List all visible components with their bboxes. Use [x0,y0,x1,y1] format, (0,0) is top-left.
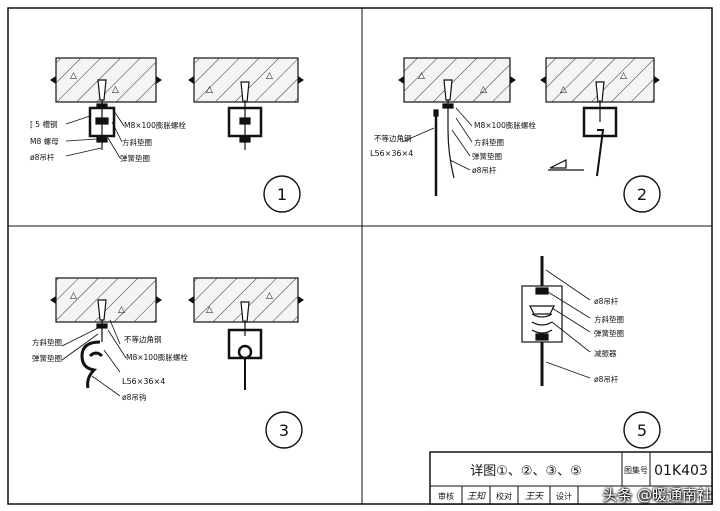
check-sign: 王天 [525,492,544,502]
svg-text:△: △ [266,71,273,81]
label-hook: ø8吊钩 [122,392,146,402]
sheet-border [7,7,713,505]
title-block-title: 详图①、②、③、⑤ [470,464,582,479]
detail-number-circle [623,175,661,213]
sheet-number: 01K403 [654,463,708,479]
panel-5: ø8吊杆 方斜垫圈 弹簧垫圈 减振器 ø8吊杆 5 [521,256,661,449]
spring-damper-hanger [521,256,563,386]
title-block: 详图①、②、③、⑤ 图集号 01K403 审核 王知 校对 王天 设计 [429,451,713,505]
label-rod: ø8吊杆 [472,165,497,175]
label-angle-note: 不等边角钢 [374,133,412,143]
label-washer: 方斜垫圈 [474,137,504,147]
sheet-label: 图集号 [624,465,648,475]
review-label: 审核 [438,491,454,501]
review-sign: 王知 [467,491,486,502]
panel-1: △△ [ 5 槽钢 M8 螺母 ø8吊杆 M8×100膨胀螺栓 方斜垫圈 弹簧垫… [30,57,304,213]
svg-text:△: △ [560,85,567,95]
label-spring-washer: 弹簧垫圈 [472,151,502,161]
angle-steel-hanger [548,81,618,177]
svg-text:△: △ [70,71,77,81]
label-rod: ø8吊杆 [30,152,55,162]
design-label: 设计 [556,491,572,501]
svg-text:△: △ [206,85,213,95]
label-spring-washer: 弹簧垫圈 [32,353,62,363]
watermark: 头条 @暖通南社 [602,486,712,504]
label-nut: M8 螺母 [30,136,59,146]
check-label: 校对 [496,491,512,501]
label-angle-size: L56×36×4 [370,149,413,158]
svg-text:△: △ [266,291,273,301]
hook-hanger [227,301,263,390]
panel-2: △△ 不等边角钢 L56×36×4 M8×100膨胀螺栓 方斜垫圈 弹簧垫圈 ø… [370,57,661,213]
svg-text:△: △ [418,71,425,81]
panel-3: △△ 方斜垫圈 弹簧垫圈 不等边角钢 M8×100膨胀螺栓 L56×36×4 ø… [32,277,304,449]
expansion-bolt [227,81,263,150]
label-angle-size: L56×36×4 [122,377,165,386]
svg-text:△: △ [620,71,627,81]
angle-steel-hanger [433,79,455,196]
detail-number: 2 [637,185,647,204]
svg-text:△: △ [206,305,213,315]
svg-text:△: △ [480,85,487,95]
detail-number-circle [623,411,661,449]
label-bolt: M8×100膨胀螺栓 [126,352,188,362]
concrete-slab: △△ [50,57,162,103]
label-damper: 减振器 [594,348,617,358]
label-bolt: M8×100膨胀螺栓 [474,120,536,130]
detail-number: 3 [279,421,289,440]
label-washer: 方斜垫圈 [32,337,62,347]
svg-text:△: △ [70,291,77,301]
label-washer: 方斜垫圈 [122,137,152,147]
label-rod-top: ø8吊杆 [594,296,619,306]
concrete-slab: △△ [540,57,660,103]
svg-text:△: △ [112,85,119,95]
detail-number-circle [263,175,301,213]
detail-number: 1 [277,185,287,204]
detail-number-circle [265,411,303,449]
expansion-bolt [88,79,116,150]
svg-text:△: △ [118,305,125,315]
label-spring-washer: 弹簧垫圈 [120,153,150,163]
hook-hanger [80,299,108,389]
concrete-slab: △△ [50,277,162,323]
detail-number: 5 [637,421,647,440]
label-washer: 方斜垫圈 [594,314,624,324]
label-bolt: M8×100膨胀螺栓 [124,120,186,130]
label-rod-bottom: ø8吊杆 [594,374,619,384]
label-angle-note: 不等边角钢 [124,334,162,344]
concrete-slab: △△ [398,57,516,103]
label-channel: [ 5 槽钢 [30,119,57,129]
label-spring-washer: 弹簧垫圈 [594,328,624,338]
